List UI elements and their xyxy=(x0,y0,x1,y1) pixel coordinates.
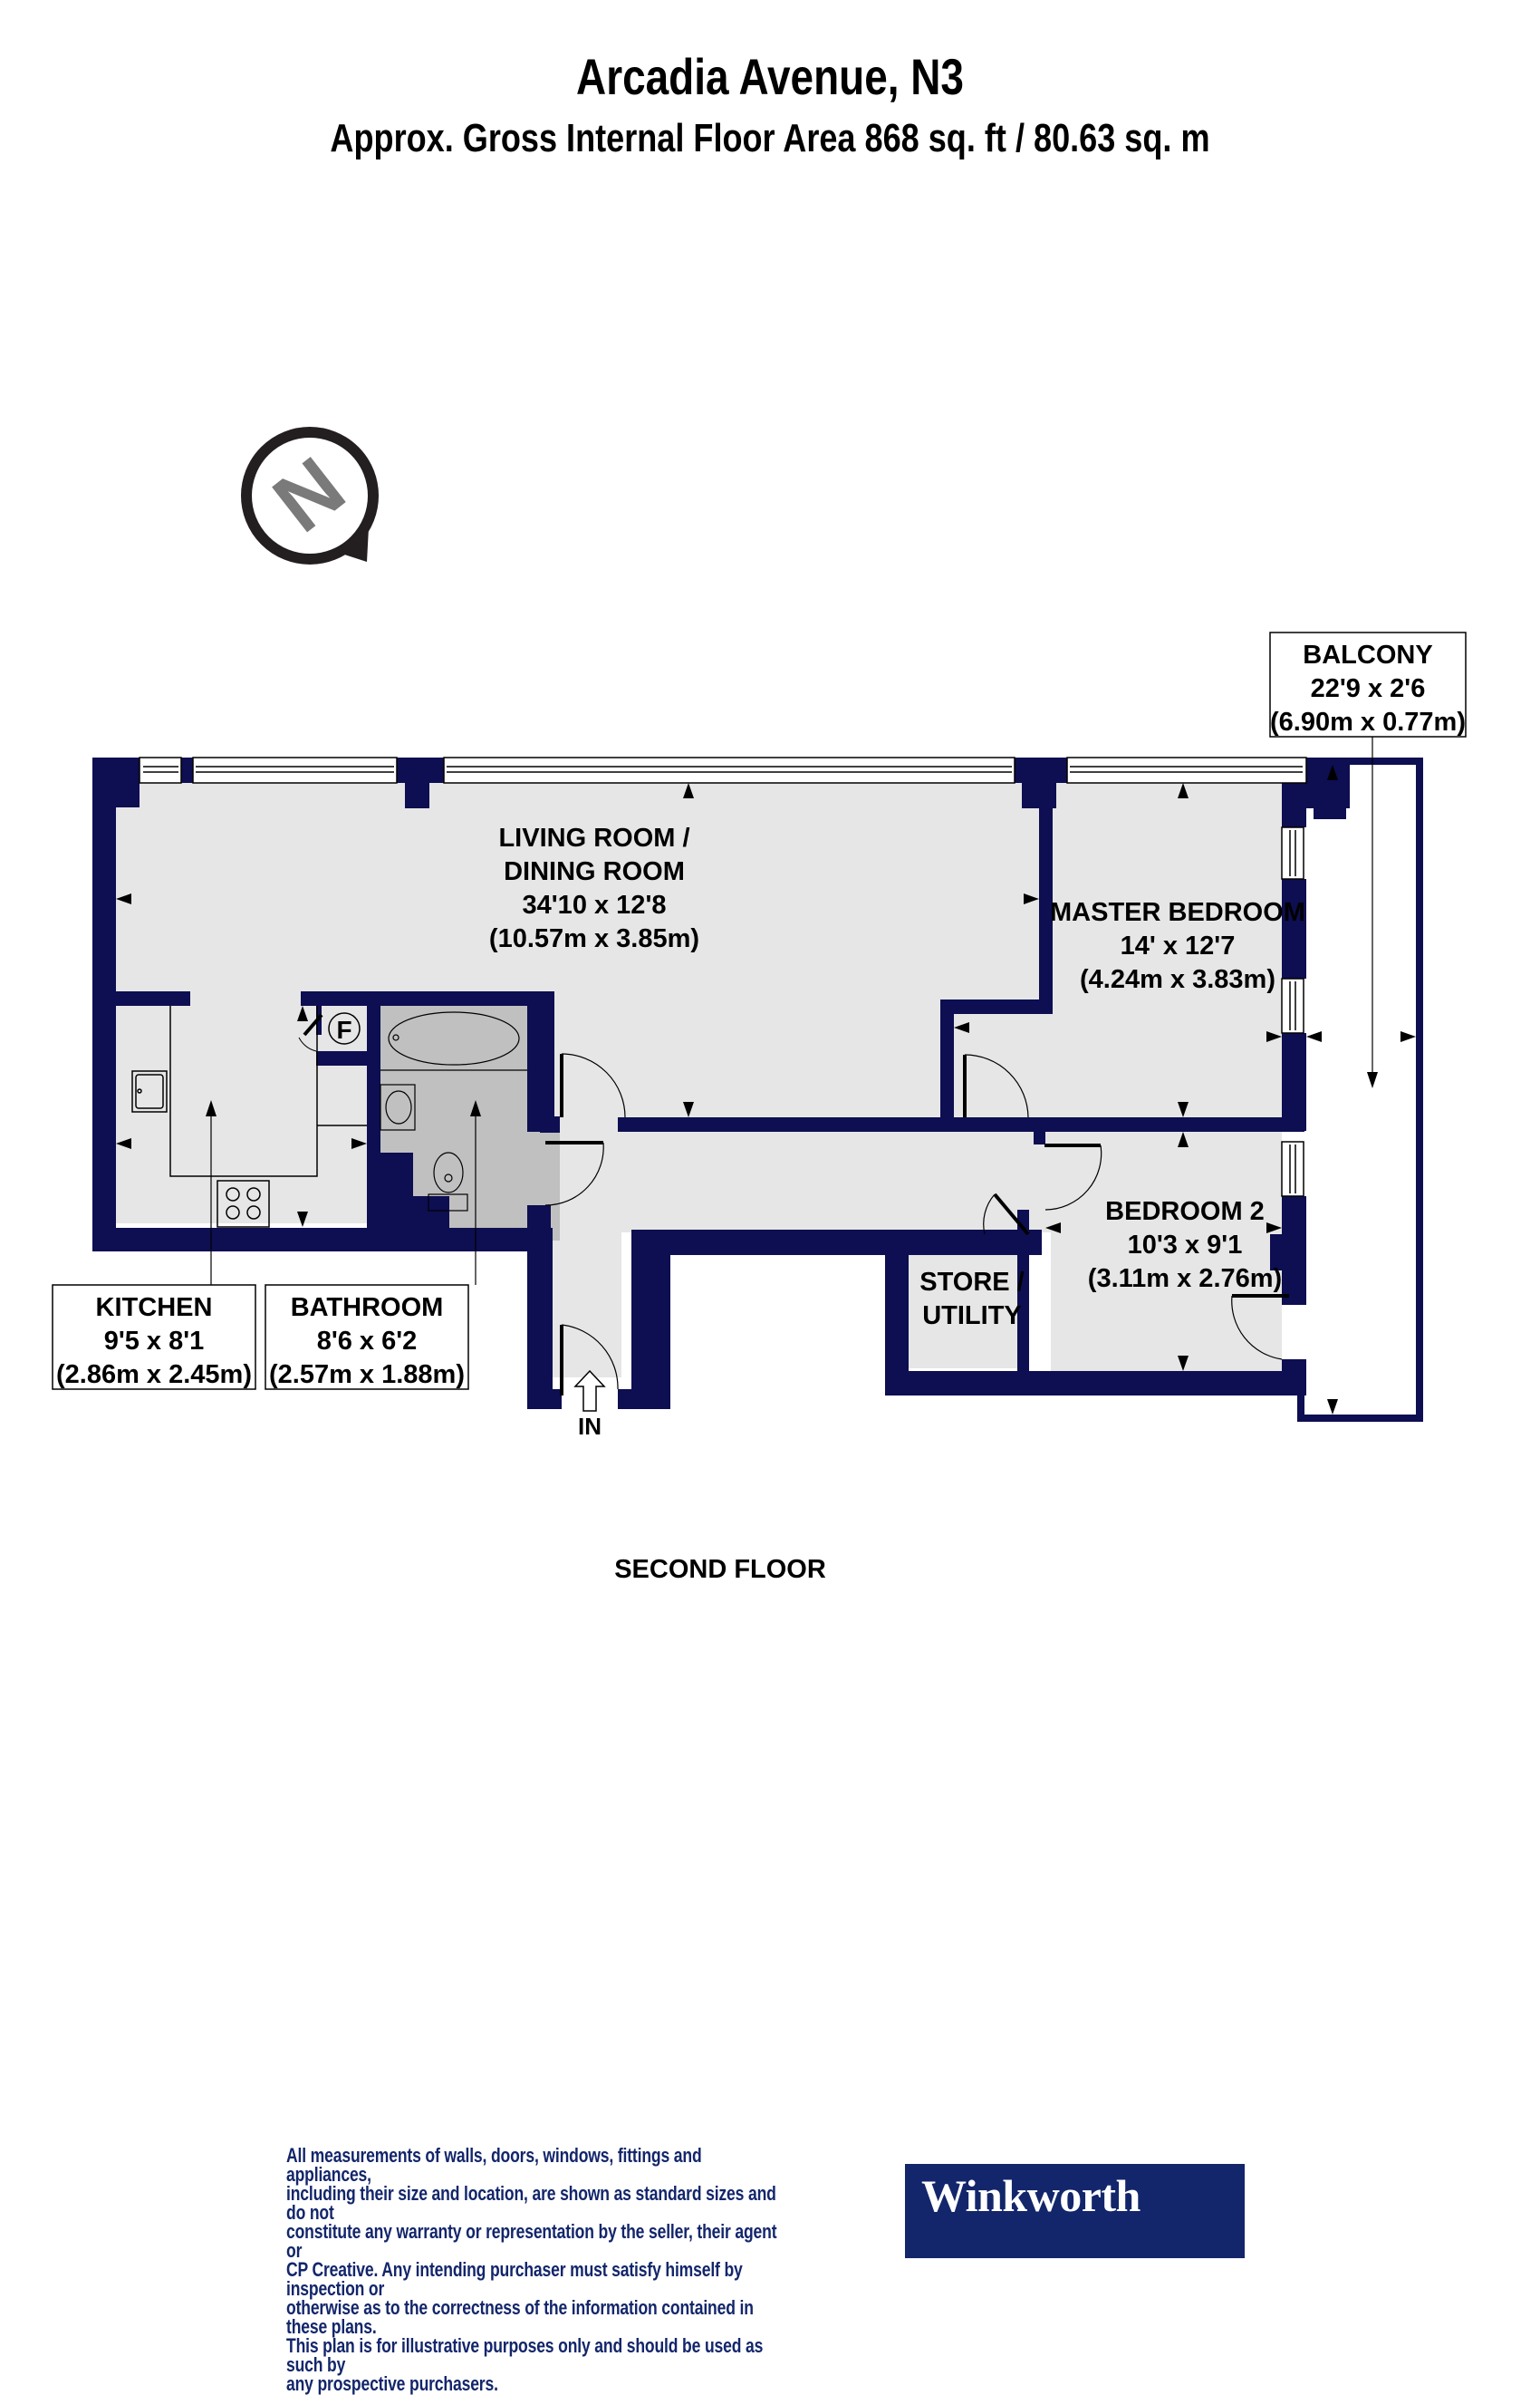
north-compass-icon: N xyxy=(241,427,379,565)
svg-text:(2.57m x 1.88m): (2.57m x 1.88m) xyxy=(269,1360,465,1389)
leader-lines xyxy=(206,725,1378,1285)
svg-text:BATHROOM: BATHROOM xyxy=(291,1293,444,1322)
hob-icon xyxy=(217,1180,270,1228)
doors xyxy=(298,1013,1289,1395)
windows xyxy=(139,757,1307,1197)
room-label-balcony: BALCONY 22'9 x 2'6 (6.90m x 0.77m) xyxy=(1269,632,1467,738)
bathroom-fixtures xyxy=(380,1011,527,1212)
sink-icon xyxy=(131,1070,168,1113)
svg-text:14' x 12'7: 14' x 12'7 xyxy=(1121,932,1236,961)
svg-text:MASTER BEDROOM: MASTER BEDROOM xyxy=(1050,898,1305,927)
svg-text:(6.90m x 0.77m): (6.90m x 0.77m) xyxy=(1270,708,1466,737)
winkworth-logo: Winkworth xyxy=(905,2164,1245,2258)
svg-text:IN: IN xyxy=(578,1413,602,1440)
entrance-arrow-icon: IN xyxy=(573,1369,606,1440)
floor-level-label: SECOND FLOOR xyxy=(614,1555,826,1584)
floor-area-subtitle: Approx. Gross Internal Floor Area 868 sq… xyxy=(330,116,1210,160)
room-label-living-dining: LIVING ROOM / DINING ROOM 34'10 x 12'8 (… xyxy=(489,824,699,953)
svg-text:22'9 x 2'6: 22'9 x 2'6 xyxy=(1311,674,1426,703)
svg-text:10'3 x 9'1: 10'3 x 9'1 xyxy=(1128,1231,1243,1260)
svg-text:34'10 x 12'8: 34'10 x 12'8 xyxy=(523,891,667,920)
svg-text:F: F xyxy=(336,1016,351,1044)
floor-plan: N xyxy=(52,427,1467,1440)
svg-text:8'6 x 6'2: 8'6 x 6'2 xyxy=(317,1327,418,1356)
room-label-store-utility: STORE / UTILITY xyxy=(919,1268,1025,1330)
bathtub-icon xyxy=(388,1011,520,1066)
kitchen-fixtures: F xyxy=(131,1006,367,1228)
svg-text:(4.24m x 3.83m): (4.24m x 3.83m) xyxy=(1080,965,1275,994)
svg-text:N: N xyxy=(257,440,361,550)
brand-name: Winkworth xyxy=(921,2170,1141,2221)
svg-text:UTILITY: UTILITY xyxy=(922,1301,1022,1330)
svg-text:BEDROOM 2: BEDROOM 2 xyxy=(1105,1197,1265,1226)
room-label-bedroom-2: BEDROOM 2 10'3 x 9'1 (3.11m x 2.76m) xyxy=(1088,1197,1282,1293)
property-title: Arcadia Avenue, N3 xyxy=(576,48,964,105)
svg-text:(2.86m x 2.45m): (2.86m x 2.45m) xyxy=(56,1360,252,1389)
disclaimer-text: All measurements of walls, doors, window… xyxy=(286,2144,777,2395)
svg-text:(10.57m x 3.85m): (10.57m x 3.85m) xyxy=(489,924,699,953)
svg-text:BALCONY: BALCONY xyxy=(1303,641,1432,670)
room-label-bathroom: BATHROOM 8'6 x 6'2 (2.57m x 1.88m) xyxy=(265,1284,469,1390)
room-label-kitchen: KITCHEN 9'5 x 8'1 (2.86m x 2.45m) xyxy=(52,1284,256,1390)
svg-text:9'5 x 8'1: 9'5 x 8'1 xyxy=(104,1327,205,1356)
toilet-icon xyxy=(428,1152,468,1212)
fridge-icon: F xyxy=(328,1012,361,1045)
basin-icon xyxy=(380,1084,416,1131)
svg-text:LIVING ROOM /: LIVING ROOM / xyxy=(498,824,689,853)
svg-text:KITCHEN: KITCHEN xyxy=(96,1293,213,1322)
dimension-markers xyxy=(116,765,1416,1415)
room-label-master-bedroom: MASTER BEDROOM 14' x 12'7 (4.24m x 3.83m… xyxy=(1050,898,1305,994)
svg-text:STORE /: STORE / xyxy=(919,1268,1025,1297)
svg-text:(3.11m x 2.76m): (3.11m x 2.76m) xyxy=(1088,1264,1282,1293)
svg-text:DINING ROOM: DINING ROOM xyxy=(504,857,685,886)
walls xyxy=(92,758,1423,1422)
